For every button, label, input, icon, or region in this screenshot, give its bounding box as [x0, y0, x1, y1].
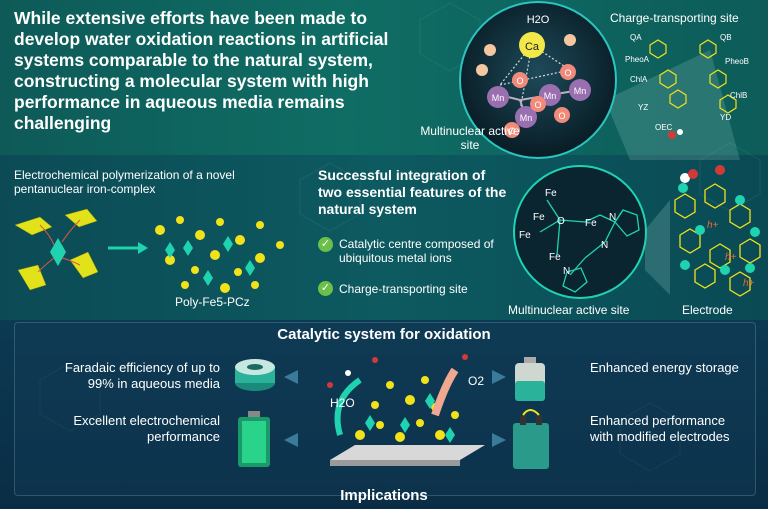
- water-molecule-icon: [372, 357, 378, 363]
- water-flow-arrow: [334, 377, 362, 436]
- mn-label: Mn: [492, 93, 505, 103]
- water-molecule-icon: [327, 382, 333, 388]
- polymer-illustration: [14, 208, 284, 293]
- implications-title: Implications: [340, 487, 428, 504]
- electrochemical-text: Excellent electrochemical performance: [73, 413, 220, 444]
- active-site-label-top: Multinuclear active site: [420, 124, 520, 152]
- cofactor-oec: OEC: [655, 123, 673, 132]
- cofactor-pheob: PheoB: [725, 57, 749, 66]
- battery-icon: [238, 411, 270, 467]
- active-site-circle: [459, 1, 617, 159]
- faradaic-text: Faradaic efficiency of up to 99% in aque…: [64, 360, 220, 391]
- oxygen-flow-arrow: [431, 367, 459, 417]
- o-atom: [554, 107, 570, 123]
- modified-electrodes-text: Enhanced performance with modified elect…: [590, 413, 730, 444]
- mn-label: Mn: [574, 86, 587, 96]
- storage-battery-icon: [515, 357, 545, 401]
- o-label: O: [564, 68, 571, 78]
- arrow-left-icon: [284, 433, 298, 447]
- o2-atom: [715, 165, 725, 175]
- h2o-label: H2O: [527, 14, 550, 26]
- zoom-cone: [645, 200, 670, 295]
- o-label: O: [558, 111, 565, 121]
- o-label: O: [557, 216, 565, 227]
- energy-storage-text: Enhanced energy storage: [590, 360, 739, 375]
- headline: While extensive efforts have been made t…: [14, 8, 389, 133]
- mn-atom: [487, 86, 509, 108]
- n-label: N: [601, 240, 608, 251]
- check-icon: ✓: [318, 237, 333, 252]
- charge-site-label: Charge-transporting site: [610, 11, 739, 25]
- mn-atom: [569, 79, 591, 101]
- o-atom: [512, 72, 528, 88]
- cofactor-pheoa: PheoA: [625, 55, 650, 64]
- arrow-left-icon: [284, 370, 298, 384]
- cofactor-yz: YZ: [638, 103, 648, 112]
- water-atom: [564, 34, 576, 46]
- water-atom: [688, 169, 698, 179]
- arrow-right-icon: [492, 370, 506, 384]
- n-label: N: [563, 266, 570, 277]
- catalytic-illustration: H2O O2: [235, 354, 549, 469]
- water-atom: [484, 44, 496, 56]
- cofactor-qa: QA: [630, 33, 642, 42]
- cofactor-qb: QB: [720, 33, 732, 42]
- active-site-label-middle: Multinuclear active site: [508, 303, 630, 317]
- hole-label: h+: [725, 252, 737, 263]
- fe-label: Fe: [533, 212, 545, 223]
- top-diagram: Ca Mn Mn Mn Mn O O O O O H2O Charge-tran…: [459, 1, 749, 160]
- o-atom: [530, 96, 546, 112]
- fe-label: Fe: [585, 218, 597, 229]
- electrode-label: Electrode: [682, 303, 733, 317]
- hole-label: h+: [707, 220, 719, 231]
- polymer-name: Poly-Fe5-PCz: [175, 295, 250, 309]
- polymerization-arrow-head: [138, 242, 148, 254]
- fe-label: Fe: [549, 252, 561, 263]
- water-atom: [680, 173, 690, 183]
- ca-atom: [519, 32, 545, 58]
- o-label: O: [534, 100, 541, 110]
- water-atom: [476, 64, 488, 76]
- o-atom: [560, 64, 576, 80]
- oec-atom: [668, 131, 676, 139]
- integration-title: Successful integration of two essential …: [318, 167, 507, 217]
- top-band: [0, 0, 768, 160]
- cofactor-chlb: ChlB: [730, 91, 747, 100]
- h2o-label: H2O: [330, 396, 355, 410]
- ca-label: Ca: [525, 41, 540, 53]
- fe-label: Fe: [545, 188, 557, 199]
- bottom-band: [0, 320, 768, 509]
- catalytic-title: Catalytic system for oxidation: [277, 326, 491, 343]
- o2-label: O2: [468, 374, 484, 388]
- check-icon: ✓: [318, 281, 333, 296]
- water-molecule-icon: [345, 370, 351, 376]
- fe-complex-circle: [513, 165, 647, 299]
- arrow-right-icon: [492, 433, 506, 447]
- electrode-cell-icon: [513, 409, 549, 469]
- fe-label: Fe: [519, 230, 531, 241]
- oec-atom: [677, 129, 683, 135]
- feature-charge-site: Charge-transporting site: [339, 282, 468, 296]
- o-label: O: [516, 76, 523, 86]
- feature-catalytic-centre: Catalytic centre composed of ubiquitous …: [339, 237, 494, 265]
- oxygen-molecule-icon: [462, 354, 468, 360]
- mn-label: Mn: [544, 91, 557, 101]
- o-atom: [504, 122, 520, 138]
- catalytic-panel: [14, 322, 756, 496]
- middle-active-site-diagram: Fe Fe Fe Fe Fe O N N N h+ h+ h+: [513, 165, 761, 299]
- hole-label: h+: [743, 278, 755, 289]
- n-label: N: [609, 212, 616, 223]
- electrode-platform: [330, 445, 485, 460]
- efficiency-icon: [235, 359, 275, 391]
- cofactor-yd: YD: [720, 113, 731, 122]
- cofactor-chla: ChlA: [630, 75, 648, 84]
- mn-atom: [515, 106, 537, 128]
- electrode-platform-edge: [330, 460, 460, 466]
- polymerization-caption: Electrochemical polymerization of a nove…: [14, 168, 235, 196]
- mn-label: Mn: [520, 113, 533, 123]
- o-label: O: [508, 126, 515, 136]
